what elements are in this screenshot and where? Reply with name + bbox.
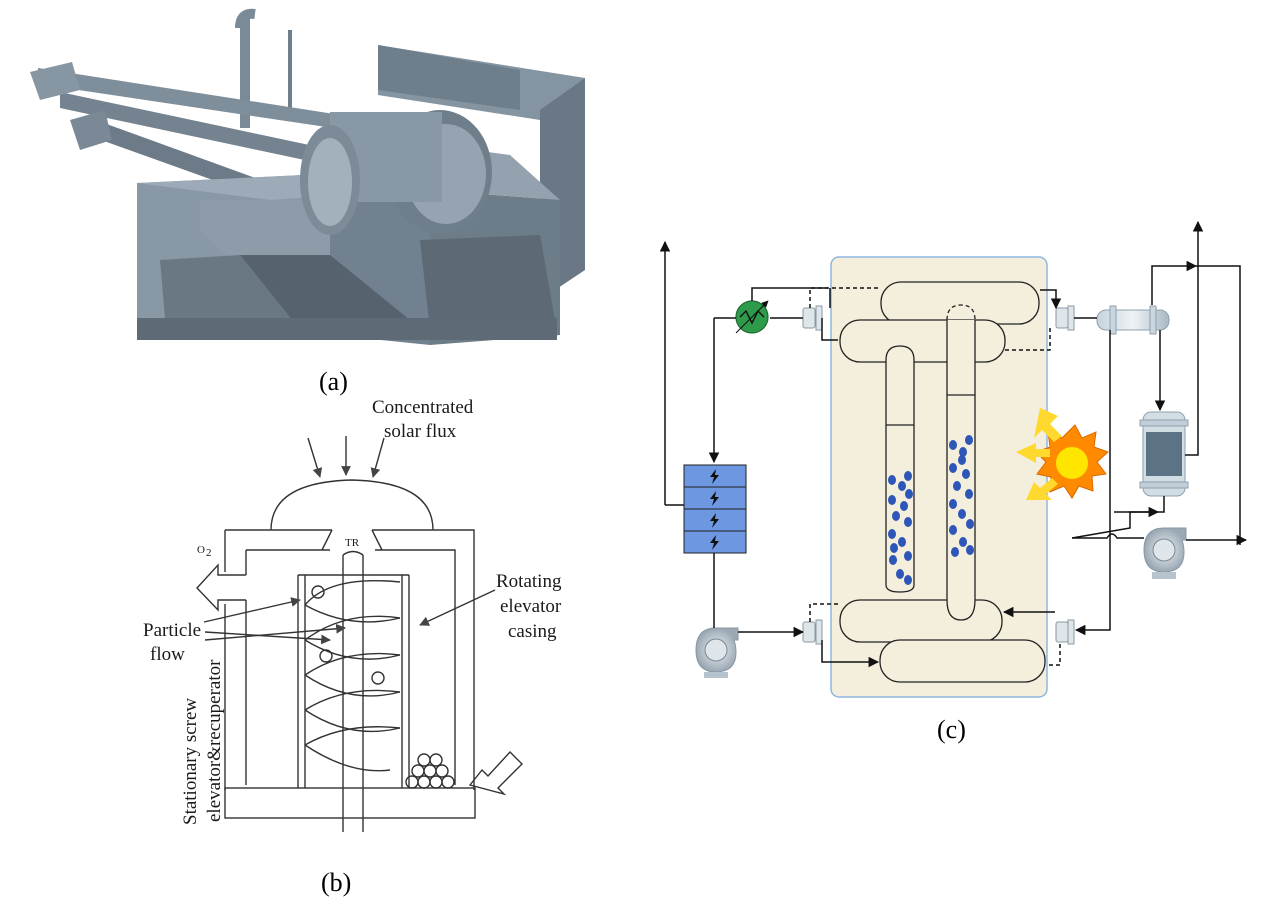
receiver-dome [270, 479, 434, 531]
outer-top-wall [225, 529, 475, 790]
stationary-screw-label-line1: Stationary screw [180, 698, 201, 825]
stationary-screw-label-line2: elevator&recuperator [204, 659, 225, 822]
panel-c-flowsheet [659, 220, 1248, 698]
condenser-icon [1096, 305, 1170, 335]
particle-inlet-arrow [468, 750, 523, 796]
base-plate [224, 787, 476, 819]
valves [802, 305, 1075, 645]
panel-b-schematic [196, 436, 523, 832]
solar-flux-label-line1: Concentrated [372, 397, 474, 418]
inner-top-wall [246, 549, 456, 785]
rotating-casing-label-line1: Rotating [496, 571, 562, 592]
tr-label: TR [345, 537, 360, 549]
panel-a-3d-reactor-model [30, 8, 585, 345]
rotating-casing-label-line3: casing [508, 621, 557, 642]
rotating-casing-label-line2: elevator [500, 596, 562, 617]
lower-vessel-back [839, 599, 1003, 643]
flux-arrow-left [307, 437, 323, 478]
reactor-particles [888, 435, 974, 585]
panel-a-caption: (a) [319, 367, 348, 396]
particle-pile [405, 753, 455, 789]
electric-heater-icon [683, 464, 747, 554]
panel-c-caption: (c) [937, 715, 966, 744]
separator-column-icon [1139, 411, 1189, 497]
solar-rays [1016, 408, 1062, 500]
o2-label: O [197, 544, 205, 556]
blower-right-icon [1143, 527, 1187, 579]
upper-vessel-front [839, 319, 1006, 363]
upper-vessel-back [880, 281, 1040, 325]
blower-left-icon [695, 627, 739, 678]
particle-flow-label-line1: Particle [143, 620, 201, 641]
lower-vessel-front [879, 639, 1046, 683]
flux-arrow-right [370, 437, 385, 478]
o2-subscript: 2 [206, 547, 212, 559]
panel-b-caption: (b) [321, 868, 351, 897]
solar-flux-label-line2: solar flux [384, 421, 457, 442]
sun-icon [1035, 424, 1109, 499]
reactor-enclosure [830, 256, 1048, 698]
o2-outlet-arrow [196, 563, 246, 612]
panel-b-labels: Concentrated solar flux O 2 TR Particle … [143, 397, 562, 825]
particle-flow-label-line2: flow [150, 644, 185, 665]
